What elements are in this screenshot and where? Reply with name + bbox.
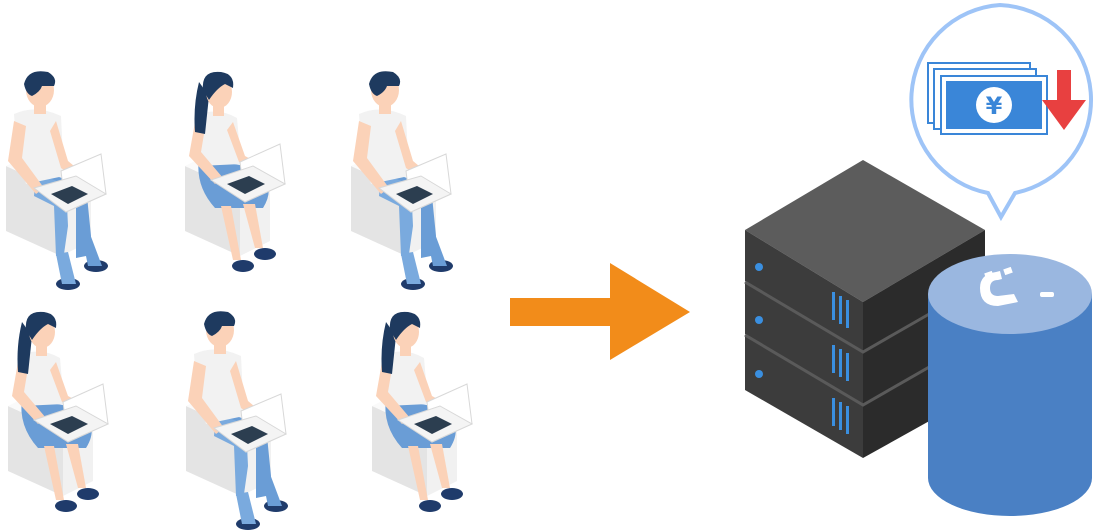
user-figure-man xyxy=(185,310,289,530)
user-figure-woman xyxy=(371,311,473,513)
magnet-icon xyxy=(980,266,1054,306)
user-figure-woman xyxy=(7,311,109,513)
speech-bubble: ¥ xyxy=(909,2,1094,222)
user-figure-man xyxy=(350,70,454,291)
server-led xyxy=(755,370,763,378)
cost-down-icon: ¥ xyxy=(927,62,1086,135)
user-figure-woman xyxy=(184,71,286,273)
server-led xyxy=(755,263,763,271)
down-arrow-icon xyxy=(1042,70,1086,130)
arrow-right-icon xyxy=(510,263,690,360)
database-magnet-icon xyxy=(928,254,1092,516)
users-group xyxy=(5,70,473,530)
server-led xyxy=(755,316,763,324)
yen-symbol: ¥ xyxy=(986,92,1003,120)
user-figure-man xyxy=(5,70,109,291)
